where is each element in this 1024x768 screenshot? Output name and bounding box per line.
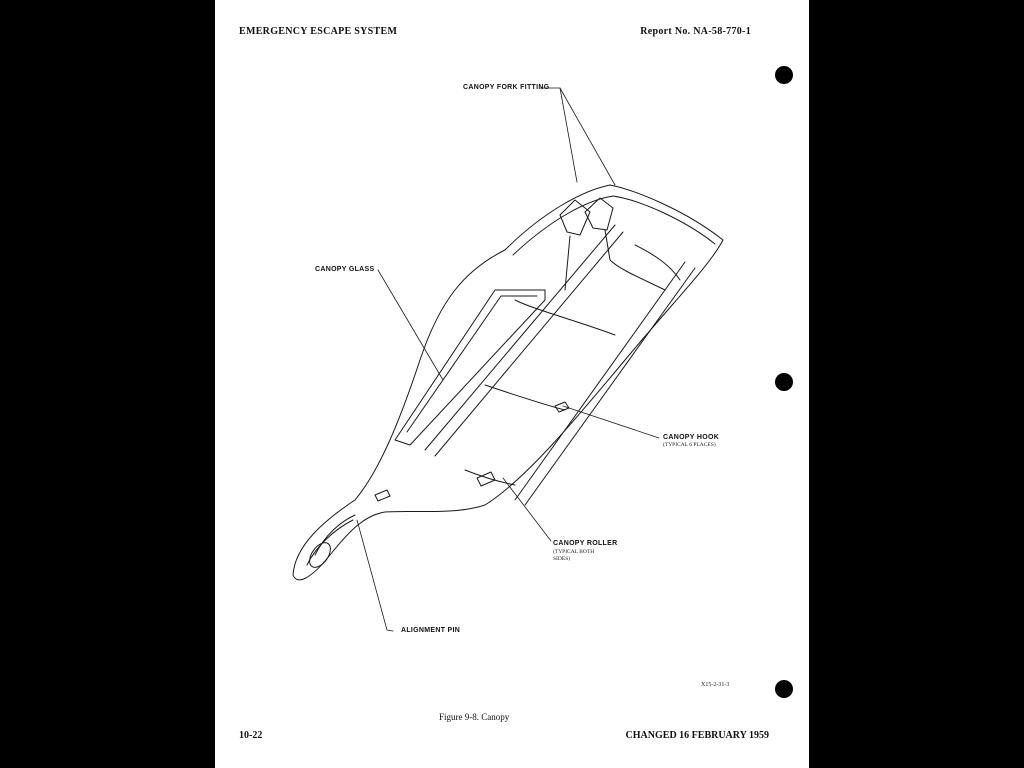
callout-canopy-roller-note: (TYPICAL BOTH SIDES) — [553, 549, 595, 562]
callout-alignment-pin: ALIGNMENT PIN — [401, 627, 461, 634]
leader-lines — [356, 87, 660, 632]
canopy-outline — [292, 184, 724, 581]
section-header: EMERGENCY ESCAPE SYSTEM — [239, 26, 398, 37]
document-page: EMERGENCY ESCAPE SYSTEM Report No. NA-58… — [215, 0, 809, 768]
binder-hole-top — [775, 66, 793, 84]
figure-caption: Figure 9-8. Canopy — [439, 712, 510, 722]
binder-hole-bottom — [775, 680, 793, 698]
binder-hole-middle — [775, 373, 793, 391]
callout-canopy-roller: CANOPY ROLLER — [553, 540, 618, 547]
callout-canopy-hook-note: (TYPICAL 6 PLACES) — [663, 442, 716, 448]
figure-id: X15-2-31-3 — [701, 682, 730, 688]
page-number: 10-22 — [239, 730, 263, 741]
change-date: CHANGED 16 FEBRUARY 1959 — [625, 730, 769, 741]
canopy-drawing — [292, 87, 724, 632]
callout-canopy-glass: CANOPY GLASS — [315, 266, 375, 273]
callout-canopy-fork-fitting: CANOPY FORK FITTING — [463, 84, 550, 91]
callout-canopy-hook: CANOPY HOOK — [663, 434, 720, 441]
report-number: Report No. NA-58-770-1 — [640, 26, 751, 37]
